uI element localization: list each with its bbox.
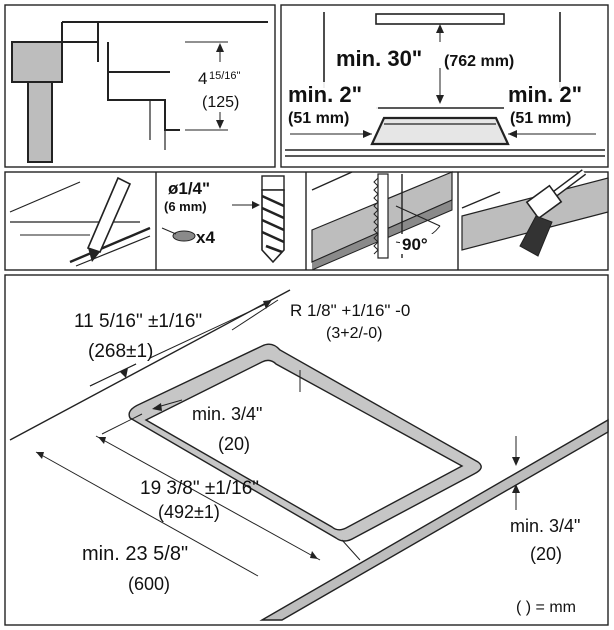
panel-cabinet-depth: 4 15/16" (125) [4,4,276,168]
drill-size-label: ø1/4" [168,179,210,198]
clearance-left-mm: (51 mm) [288,110,349,127]
step-saw: 90° [311,171,453,271]
depth-dim-label: min. 23 5/8" [82,543,188,565]
inner-margin-label: min. 3/4" [192,404,262,424]
clearance-top-mm: (762 mm) [444,53,514,70]
jigsaw-blade-icon [373,173,389,259]
panel-cutout-dimensions: 11 5/16" ±1/16" (268±1) R 1/8" +1/16" -0… [4,274,609,626]
countertop-section [11,41,63,83]
depth-dim-mm: (600) [128,574,170,594]
panel-clearances: min. 30" (762 mm) min. 2" (51 mm) min. 2… [280,4,609,168]
length-dim-mm: (492±1) [158,502,220,522]
depth-dim-mm: (125) [202,94,239,111]
drill-bit-icon [261,175,285,264]
brush-icon [519,169,587,257]
width-dim-mm: (268±1) [88,341,153,362]
steps-strip: ø1/4" (6 mm) x4 [4,169,609,271]
hood-outline [375,13,505,25]
radius-mm: (3+2/-0) [326,325,382,342]
radius-label: R 1/8" +1/16" -0 [290,301,410,320]
cutout-inner [144,359,464,531]
angle-label: 90° [402,235,428,254]
width-dim-label: 11 5/16" ±1/16" [74,311,202,332]
depth-dim-fraction: 15/16" [209,70,241,82]
step-seal [461,169,609,257]
unit-note: ( ) = mm [516,599,576,616]
clearance-left-label: min. 2" [288,82,362,107]
countertop-front-edge [259,418,609,621]
depth-dim-label: 4 [198,69,207,88]
clearance-top-label: min. 30" [336,46,422,71]
cabinet-wall [27,81,53,163]
clearance-right-label: min. 2" [508,82,582,107]
clearance-right-mm: (51 mm) [510,110,571,127]
hole-count-label: x4 [196,228,215,247]
edge-margin-mm: (20) [530,544,562,564]
cooktop-profile [370,116,510,146]
step-drill: ø1/4" (6 mm) x4 [161,175,285,264]
drill-size-mm: (6 mm) [164,199,207,214]
hole-icon [172,230,196,242]
appliance-outline [62,21,268,131]
length-dim-label: 19 3/8" ±1/16" [140,478,259,499]
edge-margin-label: min. 3/4" [510,516,580,536]
inner-margin-mm: (20) [218,434,250,454]
step-mark-cutout [9,176,151,267]
